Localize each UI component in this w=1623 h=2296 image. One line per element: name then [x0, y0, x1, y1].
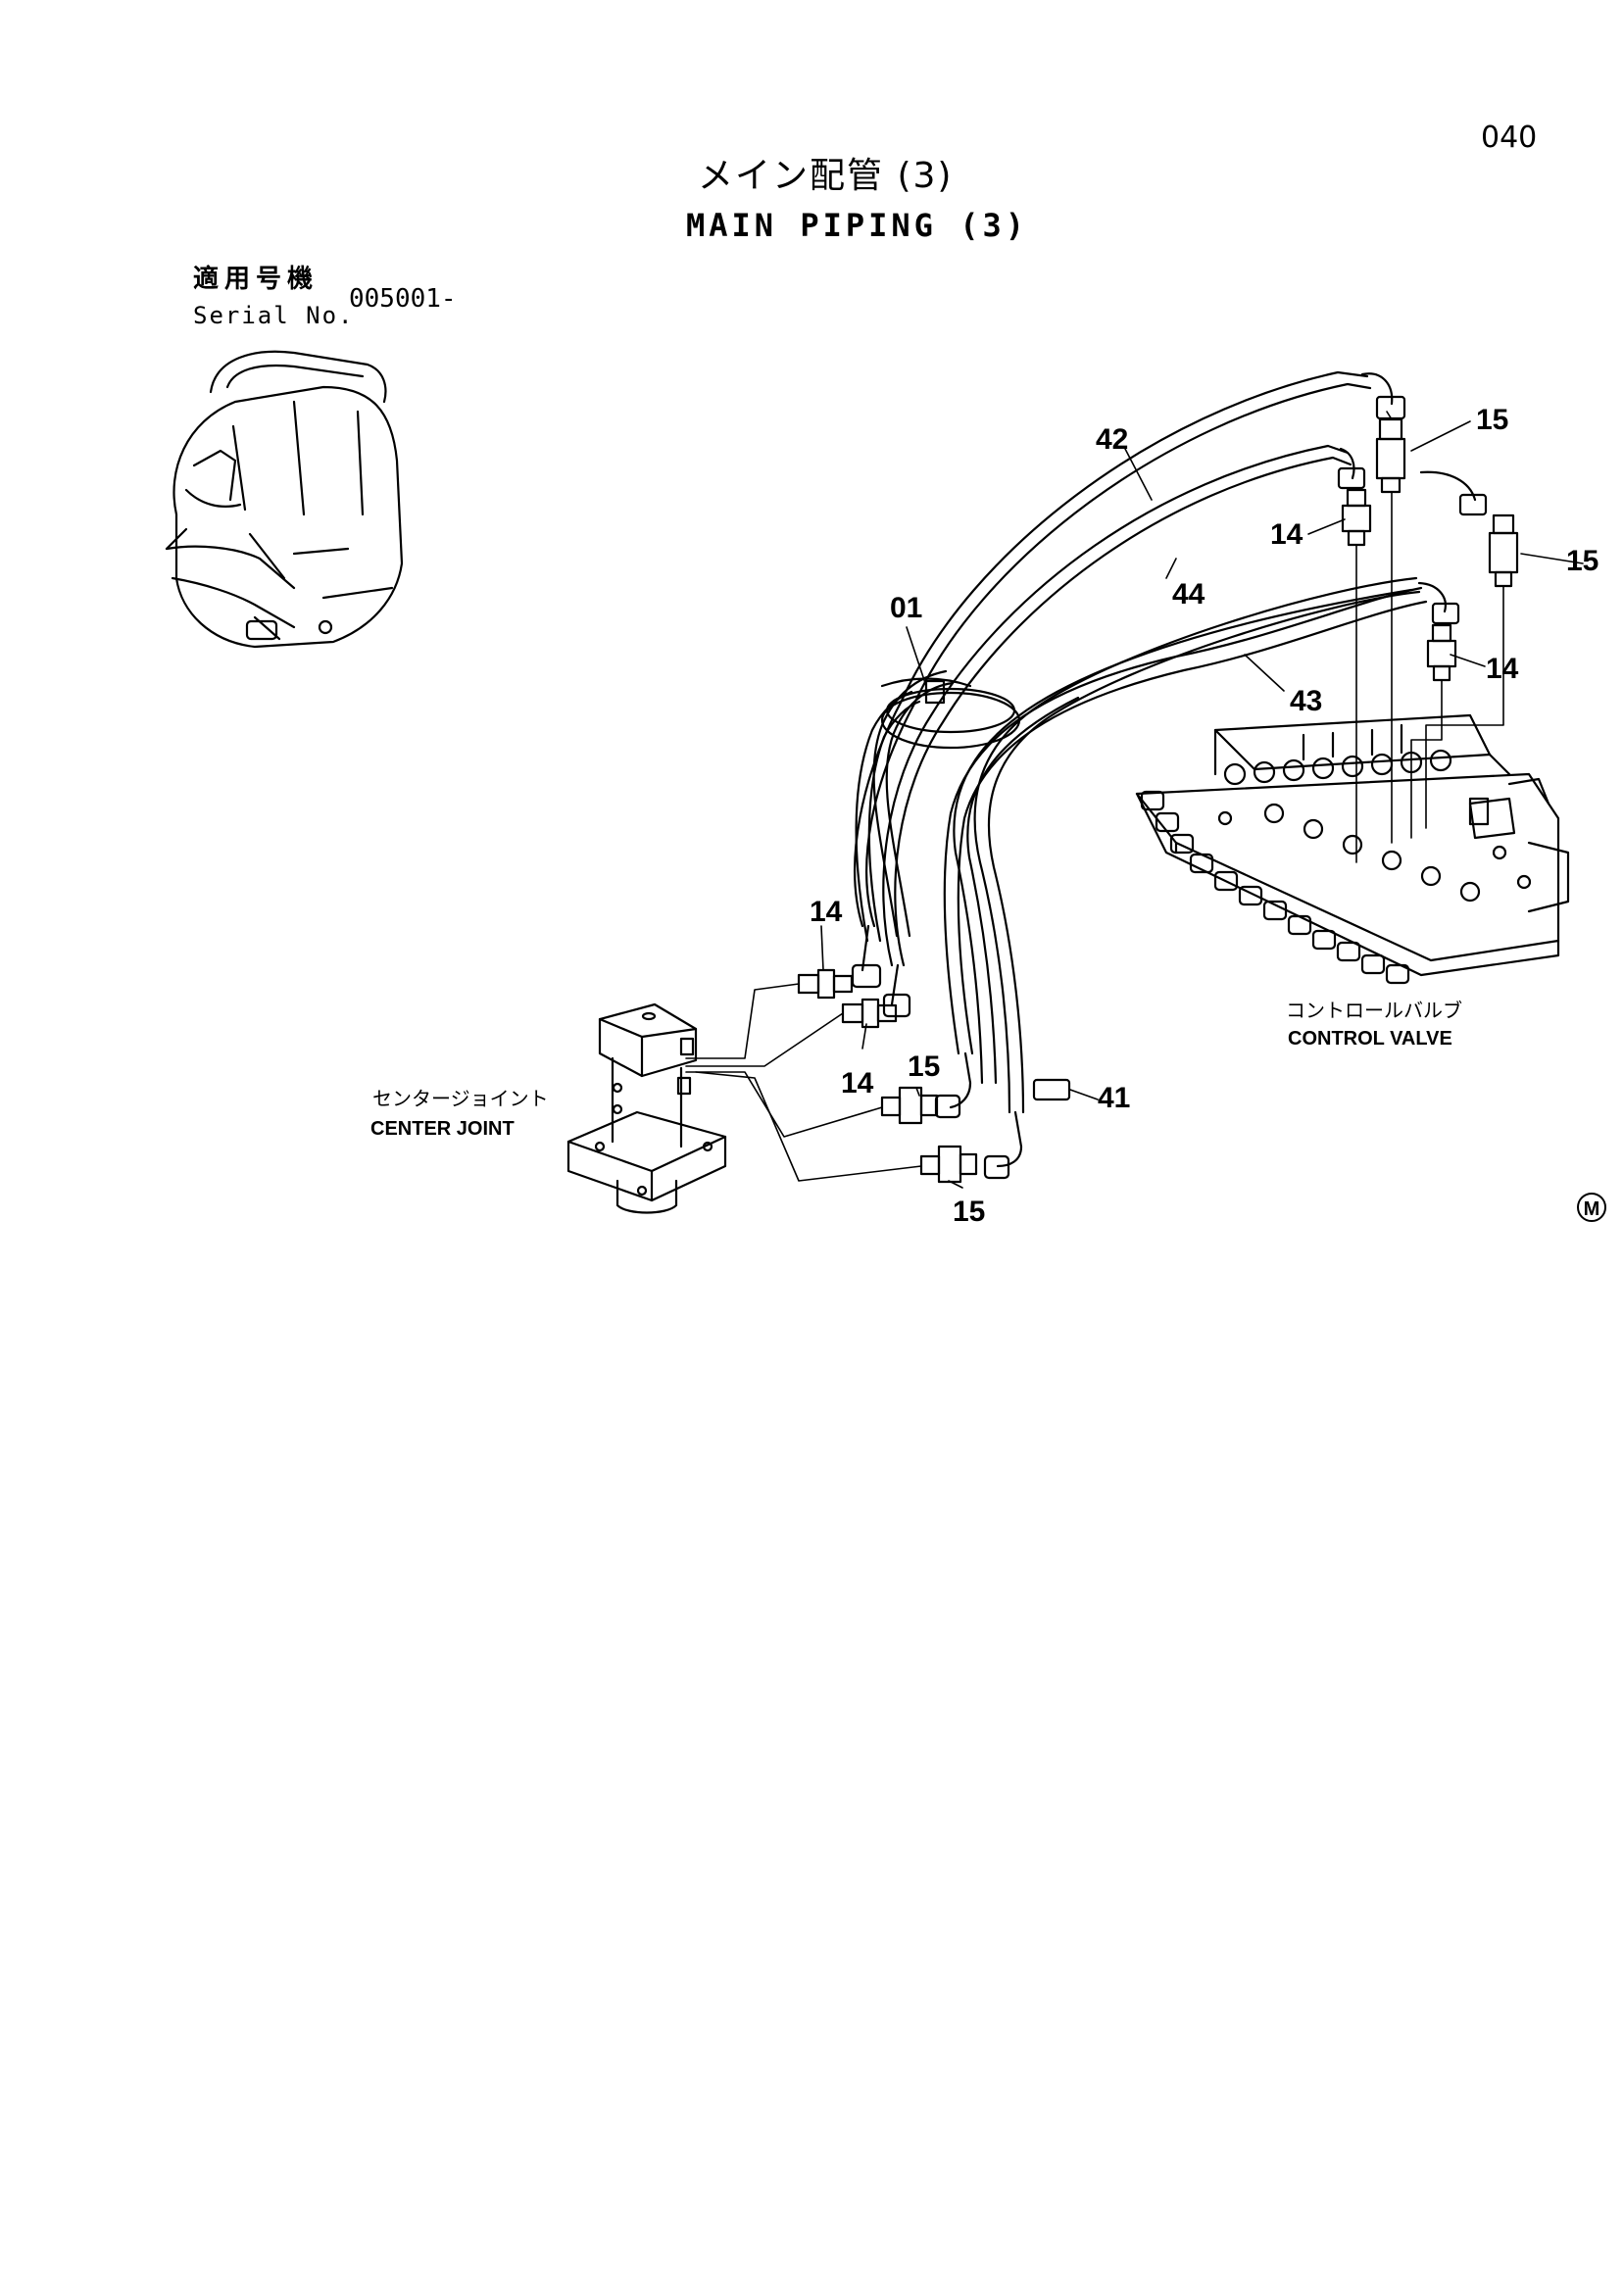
circled-m-mark: M — [1577, 1193, 1606, 1222]
callout-leaders — [820, 420, 1584, 1189]
title-japanese: メイン配管 (3) — [698, 156, 954, 196]
callout-15-right: 15 — [1566, 545, 1598, 577]
hose-41 — [973, 576, 1421, 1114]
adapter-fittings-top — [1341, 417, 1519, 682]
control-valve-label-english: CONTROL VALVE — [1288, 1028, 1452, 1050]
serial-number-value: 005001- — [349, 284, 457, 314]
hose-extra — [855, 588, 1413, 1085]
callout-41: 41 — [1098, 1082, 1130, 1114]
callout-14-mid: 14 — [841, 1067, 874, 1099]
center-joint-component — [566, 1002, 727, 1214]
hose-end-fittings-top — [1337, 372, 1488, 625]
connection-leader-lines — [1355, 411, 1504, 863]
callout-43: 43 — [1290, 685, 1322, 717]
callout-42: 42 — [1096, 423, 1128, 456]
svg-text:M: M — [1584, 1198, 1600, 1220]
serial-label-japanese: 適用号機 — [193, 265, 320, 294]
center-joint-label-japanese: センタージョイント — [372, 1087, 549, 1110]
center-joint-leader-lines — [685, 983, 922, 1182]
serial-label-english: Serial No. — [193, 302, 355, 329]
callout-15-mid: 15 — [908, 1050, 940, 1083]
hose-43 — [943, 586, 1428, 1055]
callout-15-top: 15 — [1476, 404, 1508, 436]
callout-14-right: 14 — [1486, 653, 1519, 685]
center-joint-label-english: CENTER JOINT — [370, 1118, 515, 1140]
callout-44: 44 — [1172, 578, 1205, 611]
callout-01: 01 — [890, 592, 922, 624]
hose-clamp — [880, 677, 1021, 750]
callout-14-upper: 14 — [1270, 518, 1303, 551]
machine-cab-illustration — [165, 350, 404, 649]
callout-15-bottom: 15 — [953, 1196, 985, 1228]
hose-01-left — [872, 669, 955, 938]
control-valve-component — [1135, 713, 1570, 985]
control-valve-label-japanese: コントロールバルブ — [1286, 999, 1462, 1022]
adapter-fittings-left — [797, 968, 978, 1184]
page-number: 040 — [1481, 121, 1538, 155]
title-english: MAIN PIPING (3) — [686, 207, 1028, 244]
callout-14-left-top: 14 — [810, 896, 843, 928]
